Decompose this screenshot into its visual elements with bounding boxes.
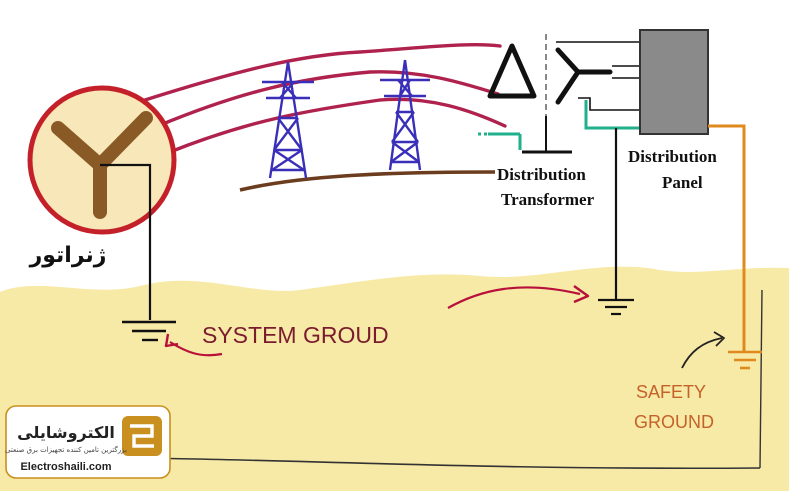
distribution-panel-box xyxy=(639,29,709,135)
secondary-wires xyxy=(556,41,640,111)
system-ground-symbol xyxy=(122,320,176,342)
earth-ground-area xyxy=(0,266,789,491)
overhead-lines xyxy=(143,42,507,154)
line-wire-1 xyxy=(143,42,502,102)
logo-website: Electroshaili.com xyxy=(20,461,111,473)
delta-symbol-icon xyxy=(487,43,537,99)
safety-ground-symbol xyxy=(728,350,762,370)
distribution-transformer xyxy=(478,34,613,154)
transformer-label-line2: Transformer xyxy=(501,190,595,209)
line-wire-2 xyxy=(156,70,500,128)
wye-symbol-icon xyxy=(555,47,613,105)
logo-tagline: بزرگترین تامین کننده تجهیزات برق صنعتی xyxy=(5,445,127,454)
neutral-ground-symbol xyxy=(598,298,634,316)
arrow-to-neutral-ground-head-icon xyxy=(573,285,590,304)
safety-ground-label-line1: SAFETY xyxy=(636,382,706,402)
logo-name: الکتروشایلی xyxy=(17,423,115,442)
arrow-to-safety-ground-head-icon xyxy=(713,331,725,347)
arrow-to-system-ground-head-icon xyxy=(164,333,179,348)
ground-bottom-edge xyxy=(139,457,761,470)
arrow-to-neutral-ground-icon xyxy=(447,286,581,309)
transformer-primary-neutral xyxy=(488,132,522,150)
generator-neutral-wire xyxy=(100,163,152,320)
arrow-to-safety-ground-icon xyxy=(681,337,723,369)
panel-label-line2: Panel xyxy=(662,173,703,192)
system-ground-label: SYSTEM GROUD xyxy=(202,322,389,348)
neutral-wire-to-panel xyxy=(584,100,640,130)
panel-label-line1: Distribution xyxy=(628,147,717,166)
generator-label: ژنراتور xyxy=(29,243,107,268)
logo-mark-icon xyxy=(122,416,162,456)
transmission-tower-2 xyxy=(380,59,430,171)
safety-ground-label-line2: GROUND xyxy=(634,412,714,432)
generator xyxy=(27,85,177,320)
ground-right-edge xyxy=(759,289,763,469)
transformer-label-line1: Distribution xyxy=(497,165,586,184)
transmission-tower-1 xyxy=(262,61,314,179)
tower-base-beam xyxy=(239,170,496,192)
company-logo: الکتروشایلی بزرگترین تامین کننده تجهیزات… xyxy=(5,405,171,479)
safety-ground-wire xyxy=(708,124,746,352)
line-wire-3 xyxy=(168,97,507,154)
generator-star-symbol xyxy=(51,111,153,219)
